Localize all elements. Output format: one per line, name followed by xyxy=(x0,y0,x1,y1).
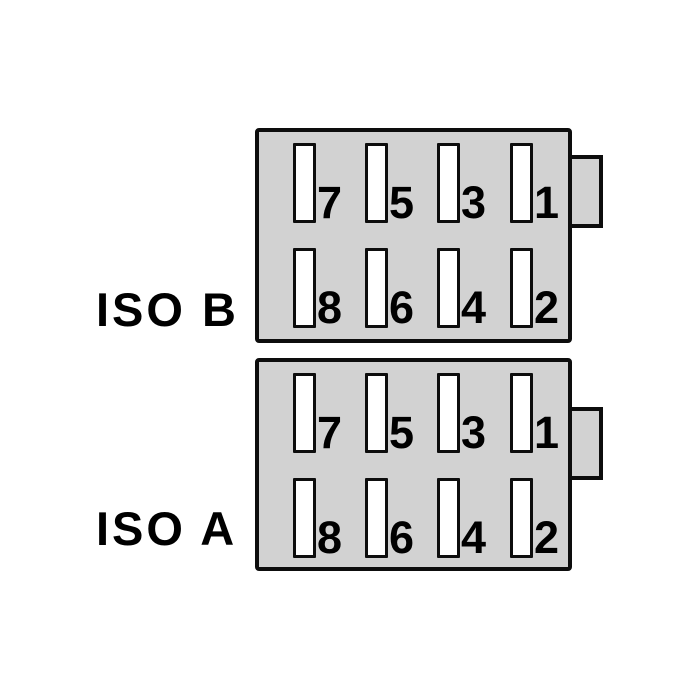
iso-b-pin-4: 4 xyxy=(437,248,486,333)
iso-a-pin-4: 4 xyxy=(437,478,486,563)
pin-number: 8 xyxy=(317,281,342,333)
pin-number: 2 xyxy=(534,281,559,333)
pin-number: 7 xyxy=(317,406,342,458)
pin-slot-opening xyxy=(437,478,460,558)
pin-number: 2 xyxy=(534,511,559,563)
pin-number: 6 xyxy=(389,281,414,333)
pin-number: 4 xyxy=(461,281,486,333)
iso-b-pin-3: 3 xyxy=(437,143,486,228)
iso-a-pin-2: 2 xyxy=(510,478,559,563)
pin-slot-opening xyxy=(510,478,533,558)
pin-slot-opening xyxy=(365,373,388,453)
pin-number: 8 xyxy=(317,511,342,563)
iso-a-pin-6: 6 xyxy=(365,478,414,563)
iso-a-pin-7: 7 xyxy=(293,373,342,458)
connector-key-tab-iso-a xyxy=(572,407,603,480)
pin-number: 5 xyxy=(389,176,414,228)
pin-number: 1 xyxy=(534,406,559,458)
iso-b-pin-5: 5 xyxy=(365,143,414,228)
iso-b-pin-2: 2 xyxy=(510,248,559,333)
pin-slot-opening xyxy=(365,248,388,328)
pin-slot-opening xyxy=(437,373,460,453)
pin-slot-opening xyxy=(293,373,316,453)
pin-slot-opening xyxy=(293,143,316,223)
pin-slot-opening xyxy=(437,143,460,223)
pin-number: 4 xyxy=(461,511,486,563)
iso-a-pin-5: 5 xyxy=(365,373,414,458)
pin-slot-opening xyxy=(365,143,388,223)
pin-number: 3 xyxy=(461,176,486,228)
pin-slot-opening xyxy=(437,248,460,328)
pin-number: 5 xyxy=(389,406,414,458)
pin-slot-opening xyxy=(510,248,533,328)
pin-number: 6 xyxy=(389,511,414,563)
pin-slot-opening xyxy=(510,143,533,223)
iso-a-pin-3: 3 xyxy=(437,373,486,458)
iso-a-pin-1: 1 xyxy=(510,373,559,458)
iso-b-pin-1: 1 xyxy=(510,143,559,228)
pin-slot-opening xyxy=(293,478,316,558)
connector-iso-b: 7 5 3 1 8 6 4 2 xyxy=(255,128,603,343)
pin-slot-opening xyxy=(365,478,388,558)
iso-b-pin-7: 7 xyxy=(293,143,342,228)
pin-slot-opening xyxy=(510,373,533,453)
connector-label-iso-a: ISO A xyxy=(96,502,238,555)
iso-b-pin-6: 6 xyxy=(365,248,414,333)
iso-a-pin-8: 8 xyxy=(293,478,342,563)
connector-iso-a: 7 5 3 1 8 6 4 2 xyxy=(255,358,603,571)
pin-number: 7 xyxy=(317,176,342,228)
connector-key-tab-iso-b xyxy=(572,155,603,228)
iso-b-pin-8: 8 xyxy=(293,248,342,333)
pin-number: 1 xyxy=(534,176,559,228)
pin-number: 3 xyxy=(461,406,486,458)
pin-slot-opening xyxy=(293,248,316,328)
connector-label-iso-b: ISO B xyxy=(96,283,239,336)
